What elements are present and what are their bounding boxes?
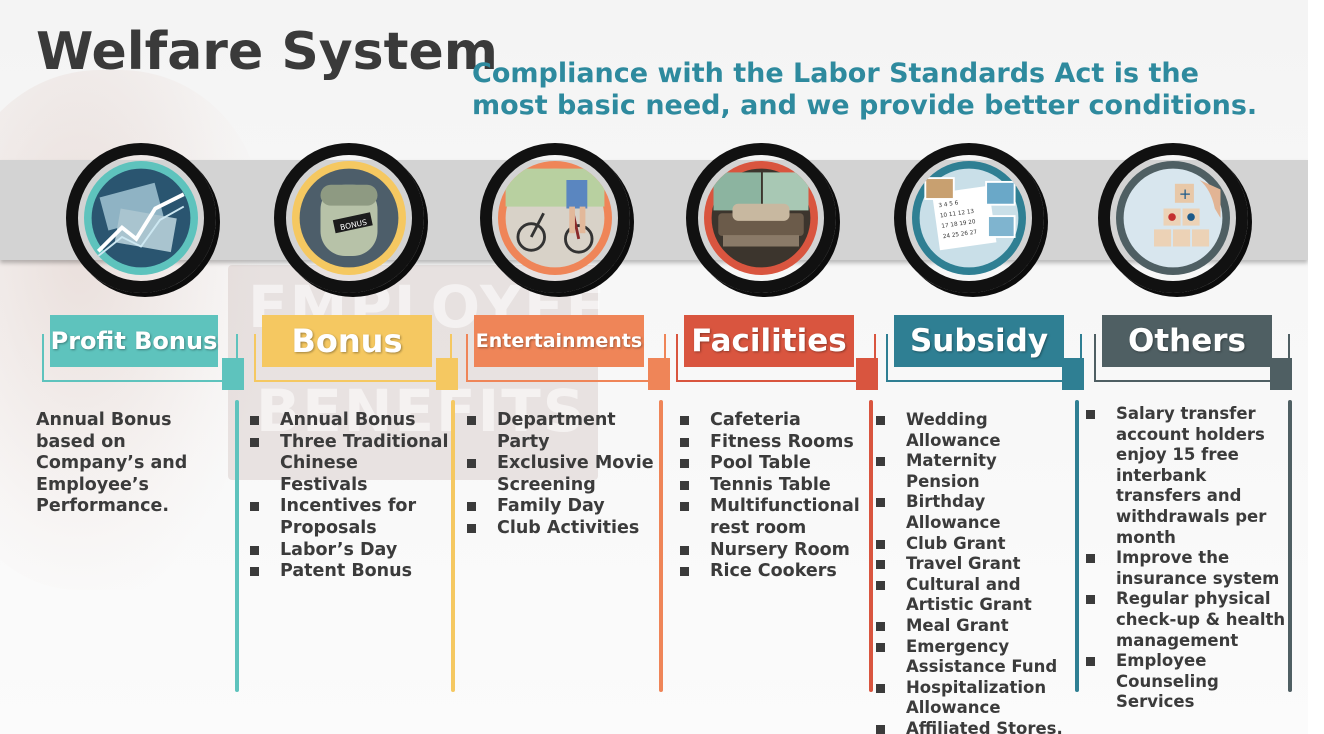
profit-bonus-text: Annual Bonus based on Company’s and Empl… bbox=[36, 410, 188, 517]
list-item: Three Traditional Chinese Festivals bbox=[250, 432, 450, 497]
health-blocks-icon: + bbox=[1123, 168, 1223, 268]
category-facilities: Facilities bbox=[684, 315, 854, 367]
list-item: Affiliated Stores. bbox=[876, 719, 1076, 734]
list-item: Annual Bonus bbox=[250, 410, 450, 432]
category-profit-bonus: Profit Bonus bbox=[50, 315, 218, 367]
list-item: Emergency Assistance Fund bbox=[876, 637, 1076, 678]
svg-text:3 4 5 6: 3 4 5 6 bbox=[938, 200, 959, 209]
list-item: Rice Cookers bbox=[680, 561, 866, 583]
category-others: Others bbox=[1102, 315, 1272, 367]
list-item: Labor’s Day bbox=[250, 540, 450, 562]
list-item: Tennis Table bbox=[680, 475, 866, 497]
list-item: Cultural and Artistic Grant bbox=[876, 575, 1076, 616]
background-sign: EMPLOYEE BENEFITS bbox=[228, 265, 605, 480]
svg-text:24 25 26 27: 24 25 26 27 bbox=[943, 229, 978, 240]
profit-bonus-image bbox=[66, 143, 216, 293]
calendar-photos-icon: 3 4 5 6 10 11 12 13 17 18 19 20 24 25 26… bbox=[919, 168, 1019, 268]
list-item: Regular physical check-up & health manag… bbox=[1086, 589, 1288, 651]
list-item: Patent Bonus bbox=[250, 561, 450, 583]
category-subsidy: Subsidy bbox=[894, 315, 1064, 367]
list-item: Salary transfer account holders enjoy 15… bbox=[1086, 404, 1288, 548]
others-list: Salary transfer account holders enjoy 15… bbox=[1086, 404, 1288, 713]
list-item: Meal Grant bbox=[876, 616, 1076, 637]
money-roll-icon: BONUS bbox=[299, 168, 399, 268]
page-subtitle: Compliance with the Labor Standards Act … bbox=[472, 58, 1258, 121]
list-item: Employee Counseling Services bbox=[1086, 651, 1288, 713]
others-image: + bbox=[1098, 143, 1248, 293]
lounge-room-icon bbox=[711, 168, 811, 268]
subsidy-tab bbox=[1062, 358, 1084, 390]
list-item: Club Grant bbox=[876, 534, 1076, 555]
entertainments-tab bbox=[648, 358, 670, 390]
list-item: Multifunctional rest room bbox=[680, 496, 866, 539]
gray-band bbox=[0, 160, 1308, 260]
category-bonus: Bonus bbox=[262, 315, 432, 367]
profit-bonus-tab bbox=[222, 358, 244, 390]
list-item: Birthday Allowance bbox=[876, 492, 1076, 533]
list-item: Wedding Allowance bbox=[876, 410, 1076, 451]
list-item: Fitness Rooms bbox=[680, 432, 866, 454]
list-item: Club Activities bbox=[467, 518, 659, 540]
list-item: Exclusive Movie Screening bbox=[467, 453, 659, 496]
page-title: Welfare System bbox=[36, 22, 498, 82]
list-item: Maternity Pension bbox=[876, 451, 1076, 492]
bicycle-icon bbox=[505, 168, 605, 268]
svg-text:+: + bbox=[1179, 185, 1192, 203]
facilities-tab bbox=[856, 358, 878, 390]
list-item: Pool Table bbox=[680, 453, 866, 475]
background-word-benefits: BENEFITS bbox=[256, 377, 587, 445]
list-item: Department Party bbox=[467, 410, 659, 453]
svg-text:17 18 19 20: 17 18 19 20 bbox=[941, 219, 976, 230]
list-item: Cafeteria bbox=[680, 410, 866, 432]
others-divider bbox=[1288, 400, 1292, 692]
facilities-image bbox=[686, 143, 836, 293]
list-item: Incentives for Proposals bbox=[250, 496, 450, 539]
others-tab bbox=[1270, 358, 1292, 390]
list-item: Travel Grant bbox=[876, 554, 1076, 575]
svg-text:10 11 12 13: 10 11 12 13 bbox=[940, 209, 975, 220]
profit-bonus-divider bbox=[235, 400, 239, 692]
entertainments-divider bbox=[659, 400, 663, 692]
bonus-tab bbox=[436, 358, 458, 390]
bonus-divider bbox=[451, 400, 455, 692]
bonus-image: BONUS bbox=[274, 143, 424, 293]
list-item: Hospitalization Allowance bbox=[876, 678, 1076, 719]
list-item: Family Day bbox=[467, 496, 659, 518]
facilities-divider bbox=[869, 400, 873, 692]
list-item: Nursery Room bbox=[680, 540, 866, 562]
subsidy-image: 3 4 5 6 10 11 12 13 17 18 19 20 24 25 26… bbox=[894, 143, 1044, 293]
category-entertainments: Entertainments bbox=[474, 315, 644, 367]
list-item: Improve the insurance system bbox=[1086, 548, 1288, 589]
entertainments-image bbox=[480, 143, 630, 293]
subsidy-divider bbox=[1075, 400, 1079, 692]
chart-money-icon bbox=[91, 168, 191, 268]
